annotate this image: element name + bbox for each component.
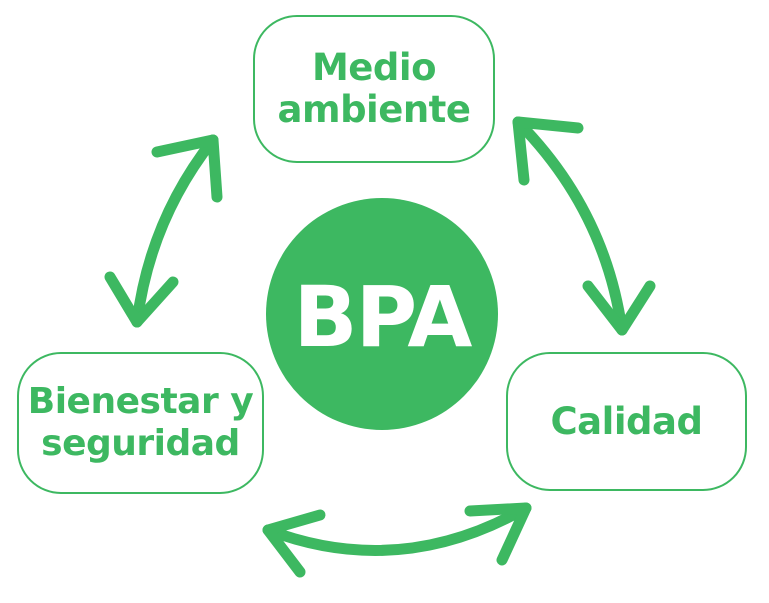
arrow-bienestar-calidad-shaft [262,502,532,556]
arrow-medio-calidad [512,116,656,336]
arrow-bienestar-calidad [262,502,532,578]
node-medio-ambiente-line1: Medio [311,46,437,89]
arrow-bienestar-calidad-head-right [464,502,532,566]
arrow-medio-bienestar-head-bottom [104,271,179,328]
arrow-medio-bienestar [104,134,223,328]
arrow-medio-bienestar-head-top [151,134,223,203]
arrow-medio-calidad-head-top [512,116,584,186]
node-medio-ambiente-label: Medio ambiente [278,47,471,131]
arrow-medio-calidad-head-bottom [582,280,656,336]
node-bienestar-seguridad-line1: Bienestar y [27,381,254,422]
node-medio-ambiente: Medio ambiente [253,15,495,163]
node-calidad-line1: Calidad [550,399,703,443]
arrow-medio-bienestar-shaft [131,134,219,328]
node-calidad: Calidad [506,352,747,491]
node-bienestar-seguridad: Bienestar y seguridad [17,352,264,494]
node-bienestar-seguridad-line2: seguridad [41,423,240,464]
arrow-medio-calidad-shaft [512,116,628,336]
center-label: BPA [293,268,473,366]
node-bienestar-seguridad-label: Bienestar y seguridad [27,381,254,465]
center-circle: BPA [266,198,498,430]
arrow-bienestar-calidad-head-left [262,509,326,578]
node-medio-ambiente-line2: ambiente [277,88,471,131]
node-calidad-label: Calidad [550,399,703,443]
